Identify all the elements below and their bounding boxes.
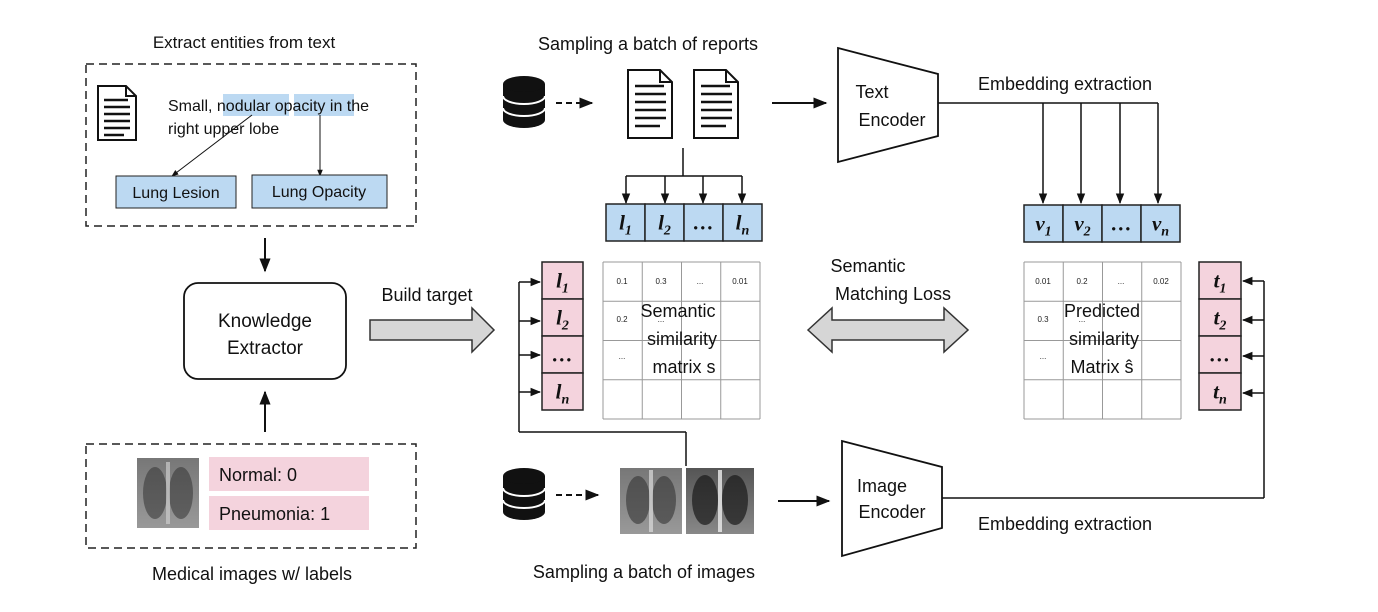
image-embedding-label: Embedding extraction <box>978 514 1152 534</box>
pred-cell-2-0: ... <box>1040 352 1047 361</box>
text-encoder-line1: Text <box>855 82 888 102</box>
knowledge-extractor-line1: Knowledge <box>218 311 312 332</box>
highlight-opacity <box>294 94 354 116</box>
label-normal: Normal: 0 <box>219 465 297 485</box>
loss-label-line2: Matching Loss <box>835 284 951 304</box>
label-pneumonia: Pneumonia: 1 <box>219 504 330 524</box>
entity-lung-opacity-label: Lung Opacity <box>272 184 366 201</box>
chest-xray-image-2 <box>686 468 754 534</box>
pred-cell-0-2: ... <box>1118 277 1125 286</box>
database-icon-reports <box>502 76 546 128</box>
image-vector-column: t1 t2 … tn <box>1198 261 1242 411</box>
label-vector-label-0: l1 <box>619 211 632 239</box>
text-vector-cell-2 <box>1101 204 1142 243</box>
report-sentence-line2: right upper lobe <box>168 121 279 138</box>
sem-cell-1-0: 0.2 <box>616 315 628 324</box>
image-embedding-connector <box>942 276 1265 499</box>
knowledge-extractor-line2: Extractor <box>227 338 304 359</box>
label-vector-label-3: ln <box>736 211 750 239</box>
text-vector-cell-3 <box>1140 204 1181 243</box>
extract-section-title: Extract entities from text <box>153 33 336 52</box>
entity-lung-opacity <box>251 174 388 209</box>
image-encoder-shape <box>841 439 943 558</box>
text-vector-label-1: v2 <box>1074 212 1090 240</box>
arrow-nodular-to-lesion <box>171 114 253 177</box>
image-vector-cell-1 <box>1198 298 1242 337</box>
images-to-label-connector <box>518 277 687 466</box>
image-vector-label-0: t1 <box>1214 269 1227 297</box>
predicted-matrix-label-line1: Predicted <box>1064 301 1140 321</box>
text-vector-cell-0 <box>1023 204 1064 243</box>
image-vector-label-3: tn <box>1213 380 1227 408</box>
text-vector-label-2: … <box>1111 212 1132 236</box>
document-icon <box>97 85 137 141</box>
text-embedding-label: Embedding extraction <box>978 74 1152 94</box>
pred-cell-0-1: 0.2 <box>1076 277 1088 286</box>
pred-cell-0-0: 0.01 <box>1035 277 1051 286</box>
sem-cell-1-1: ... <box>658 315 665 324</box>
predicted-matrix-label-line3: Matrix ŝ <box>1071 357 1134 377</box>
images-batch-caption: Sampling a batch of images <box>533 562 755 582</box>
database-icon-images <box>502 468 546 520</box>
sem-cell-0-2: ... <box>697 277 704 286</box>
label-pneumonia-box <box>209 496 369 530</box>
sem-cell-2-0: ... <box>619 352 626 361</box>
sem-cell-0-3: 0.01 <box>732 277 748 286</box>
text-vector-label-0: v1 <box>1035 212 1051 240</box>
pred-cell-0-3: 0.02 <box>1153 277 1169 286</box>
image-vector-cell-3 <box>1198 372 1242 411</box>
label-column-label-2: … <box>552 343 573 367</box>
label-column-cell-3 <box>541 372 584 411</box>
report-document-icon-1 <box>627 69 673 139</box>
label-vector-label-1: l2 <box>658 211 671 239</box>
label-column-cell-2 <box>541 335 584 374</box>
predicted-matrix-label-line2: similarity <box>1069 329 1139 349</box>
sem-cell-0-0: 0.1 <box>616 277 628 286</box>
chest-xray-image-1 <box>620 468 682 534</box>
sem-cell-0-1: 0.3 <box>655 277 667 286</box>
knowledge-extractor-box <box>183 282 347 380</box>
reports-tree-connector <box>621 148 747 205</box>
entity-lung-lesion <box>115 175 237 209</box>
semantic-matrix-label-line3: matrix s <box>653 357 716 377</box>
image-vector-label-2: … <box>1210 343 1231 367</box>
image-vector-label-1: t2 <box>1214 306 1227 334</box>
reports-batch-title: Sampling a batch of reports <box>538 34 758 54</box>
report-document-icon-2 <box>693 69 739 139</box>
semantic-similarity-matrix <box>602 261 761 420</box>
label-vector-label-2: … <box>693 211 714 235</box>
highlight-nodular <box>223 94 289 116</box>
text-embedding-connector <box>938 102 1163 205</box>
label-column-label-1: l2 <box>556 306 569 334</box>
label-vector-cell-3 <box>722 203 763 242</box>
chest-xray-thumbnail <box>137 458 199 528</box>
label-vector-row: l1 l2 … ln <box>605 203 763 242</box>
entity-lung-lesion-label: Lung Lesion <box>132 185 219 202</box>
loss-label-line1: Semantic <box>830 256 905 276</box>
semantic-matrix-label-line2: similarity <box>647 329 717 349</box>
pred-cell-1-1: ... <box>1079 315 1086 324</box>
text-vector-label-3: vn <box>1152 212 1169 240</box>
label-normal-box <box>209 457 369 491</box>
label-vector-cell-0 <box>605 203 646 242</box>
pred-cell-1-0: 0.3 <box>1037 315 1049 324</box>
report-sentence-line1: Small, nodular opacity in the <box>168 98 369 115</box>
text-vector-row: v1 v2 … vn <box>1023 204 1181 243</box>
loss-double-arrow <box>806 306 970 354</box>
predicted-similarity-matrix <box>1023 261 1182 420</box>
images-section-box <box>85 443 417 549</box>
build-target-arrow <box>369 306 496 354</box>
semantic-matrix-label-line1: Semantic <box>640 301 715 321</box>
image-encoder-line2: Encoder <box>858 502 925 522</box>
text-encoder-shape <box>837 46 939 164</box>
label-column-label-3: ln <box>556 380 570 408</box>
image-encoder-line1: Image <box>857 476 907 496</box>
extract-section-box <box>85 63 417 227</box>
label-column-label-0: l1 <box>556 269 569 297</box>
text-encoder-line2: Encoder <box>858 110 925 130</box>
label-vector-column: l1 l2 … ln <box>541 261 584 411</box>
images-section-caption: Medical images w/ labels <box>152 564 352 584</box>
build-target-label: Build target <box>381 285 472 305</box>
